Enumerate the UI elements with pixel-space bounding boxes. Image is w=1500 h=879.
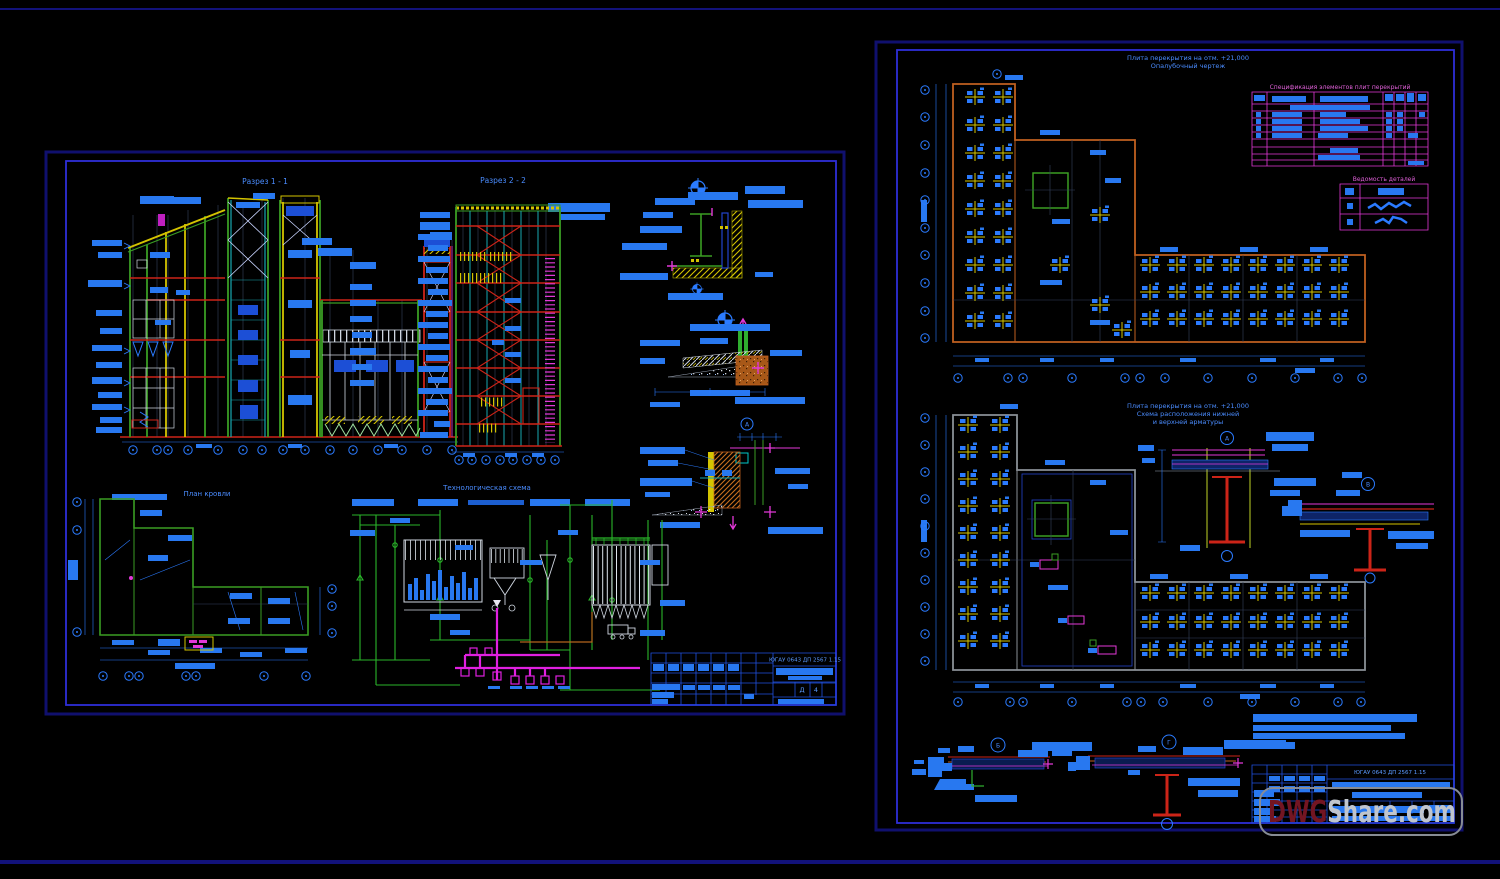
watermark: DWGShare.com: [1259, 787, 1463, 836]
slab-plan-top-title-line2: Опалубочный чертеж: [1151, 62, 1226, 70]
tank-with-level-bars: [403, 539, 483, 620]
svg-text:DWGShare.com: DWGShare.com: [1268, 795, 1456, 830]
section-2-2-title: Разрез 2 - 2: [480, 176, 526, 185]
roof-plan-drawing: План кровли: [68, 490, 337, 681]
detail-a-letter: А: [745, 422, 750, 429]
bottom-detail-g-letter: Г: [1167, 740, 1171, 747]
section-1-1-drawing: Разрез 1 - 1: [88, 177, 458, 455]
beam-detail-a-letter: А: [1225, 436, 1230, 443]
slab-plan-mid-title-line3: и верхней арматуры: [1153, 418, 1224, 426]
watermark-share: Share.com: [1327, 795, 1456, 830]
detail-corner-node: [620, 177, 803, 300]
title-block-left-code: ЮГАУ 0643 ДП 2567 1.15: [769, 658, 842, 664]
silo-bank: [591, 537, 651, 620]
section-1-1-elevation-labels: [88, 240, 131, 433]
magenta-piping: [455, 608, 640, 685]
spec-table-title: Спецификация элементов плит перекрытий: [1270, 84, 1411, 91]
section-2-2-elevation-labels: [418, 212, 452, 438]
title-block-left-sheet-number: 4: [814, 686, 818, 694]
bottom-detail-b-letter: Б: [996, 743, 1000, 750]
notes-text-bars: [1253, 714, 1417, 749]
tech-scheme-title: Технологическая схема: [442, 484, 531, 492]
detail-a-wall-base: А: [640, 417, 823, 534]
section-1-1-title: Разрез 1 - 1: [242, 177, 288, 186]
title-block-left: ЮГАУ 0643 ДП 2567 1.15 Д 4: [650, 652, 842, 706]
tech-scheme-drawing: Технологическая схема: [350, 484, 685, 691]
section-2-2-drawing: Разрез 2 - 2: [418, 176, 610, 465]
truck-icon: [607, 624, 665, 640]
details-list-title: Ведомость деталей: [1353, 176, 1416, 183]
title-block-right-code: ЮГАУ 0643 ДП 2567 1.15: [1354, 770, 1427, 776]
sheet-right: Плита перекрытия на отм. +21,000 Опалубо…: [874, 40, 1464, 832]
slab-plan-formwork: Плита перекрытия на отм. +21,000 Опалубо…: [920, 54, 1367, 383]
slab-plan-mid-title-line2: Схема расположения нижней: [1137, 410, 1240, 418]
title-block-left-stage: Д: [799, 686, 804, 694]
beam-detail-v-letter: В: [1366, 482, 1370, 489]
slab-plan-reinforcement: Плита перекрытия на отм. +21,000 Схема р…: [920, 402, 1366, 707]
sheet-left: Разрез 1 - 1: [44, 150, 846, 716]
beam-detail-a: А: [1138, 431, 1316, 562]
spec-table: Спецификация элементов плит перекрытий: [1251, 84, 1429, 167]
slab-plan-mid-title-line1: Плита перекрытия на отм. +21,000: [1127, 402, 1249, 410]
watermark-dwg: DWG: [1268, 795, 1327, 830]
beam-detail-v: В: [1282, 472, 1434, 584]
slab-plan-top-title-line1: Плита перекрытия на отм. +21,000: [1127, 54, 1249, 62]
detail-foundation-ground: [640, 309, 805, 407]
roof-plan-title: План кровли: [184, 490, 231, 498]
details-list-table: Ведомость деталей: [1339, 176, 1429, 231]
